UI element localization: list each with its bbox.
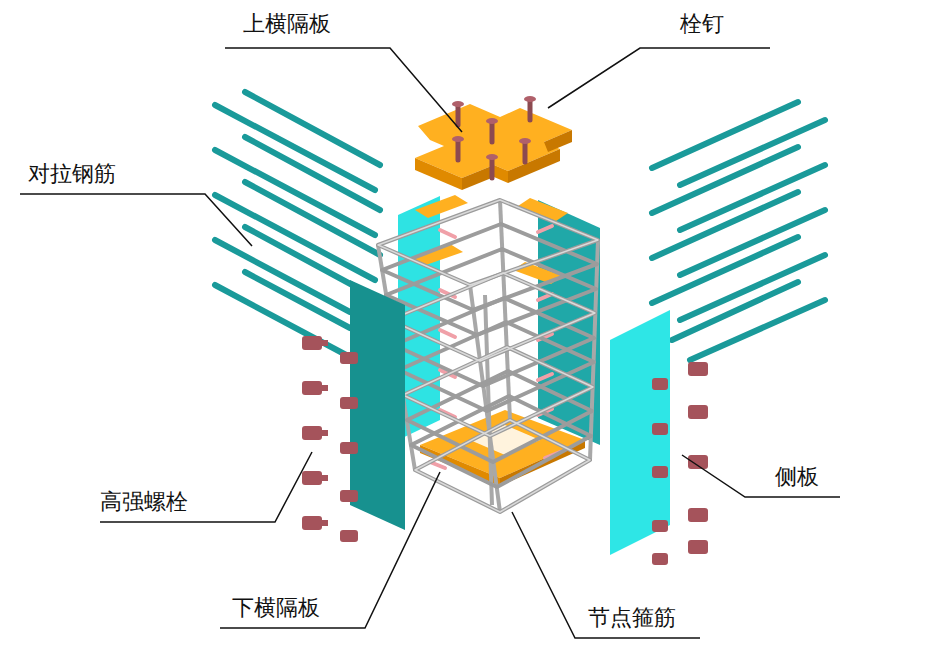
bolts-right: [652, 362, 708, 565]
bolts-left: [302, 336, 358, 542]
top-studs: [452, 96, 536, 178]
part-label: 侧板: [775, 463, 819, 491]
upper-cross-diaphragm: [415, 104, 572, 190]
corner-bars: [378, 200, 598, 512]
joint-hoops: [378, 200, 598, 512]
part-label: 上横隔板: [243, 10, 331, 38]
part-label: 下横隔板: [232, 594, 320, 622]
leader-lines: [20, 48, 840, 638]
side-plate-right: [610, 310, 670, 555]
side-plate-left: [350, 280, 405, 530]
part-label: 栓钉: [680, 10, 724, 38]
part-label: 节点箍筋: [588, 604, 676, 632]
hoop-highlights: [378, 200, 598, 512]
part-label: 高强螺栓: [100, 488, 188, 516]
part-label: 对拉钢筋: [28, 160, 116, 188]
tie-rebars-right: [652, 102, 825, 360]
